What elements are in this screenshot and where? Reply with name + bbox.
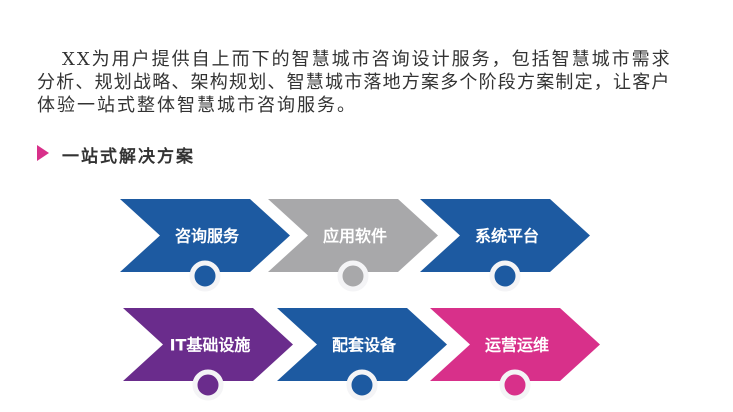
step-2: 应用软件	[268, 199, 438, 292]
step-dot-icon	[337, 260, 369, 292]
step-label: 配套设备	[332, 336, 397, 355]
step-label: 咨询服务	[175, 227, 240, 246]
chevron-shape	[277, 308, 447, 381]
step-dot-icon	[192, 369, 224, 401]
intro-line-1: XX为用户提供自上而下的智慧城市咨询设计服务，包括智慧城市需求	[62, 49, 672, 70]
step-4: IT基础设施	[123, 308, 293, 401]
chevron-shape	[420, 199, 590, 272]
step-dot-icon	[499, 369, 531, 401]
step-dot-icon	[489, 260, 521, 292]
section-title: 一站式解决方案	[62, 147, 195, 167]
intro-line-3: 体验一站式整体智慧城市咨询服务。	[37, 95, 357, 116]
chevron-shape	[430, 308, 600, 381]
step-label: 系统平台	[475, 227, 539, 246]
section-marker-icon	[37, 145, 49, 161]
step-label: 应用软件	[323, 227, 387, 246]
step-label: 运营运维	[485, 336, 549, 355]
intro-line-2: 分析、规划战略、架构规划、智慧城市落地方案多个阶段方案制定，让客户	[37, 72, 671, 93]
step-label: IT基础设施	[170, 336, 251, 355]
step-dot-icon	[189, 260, 221, 292]
chevron-shape	[123, 308, 293, 381]
step-5: 配套设备	[277, 308, 447, 401]
step-6: 运营运维	[430, 308, 600, 401]
chevron-shape	[120, 199, 290, 272]
step-3: 系统平台	[420, 199, 590, 292]
chevron-shape	[268, 199, 438, 272]
step-1: 咨询服务	[120, 199, 290, 292]
step-dot-icon	[346, 369, 378, 401]
